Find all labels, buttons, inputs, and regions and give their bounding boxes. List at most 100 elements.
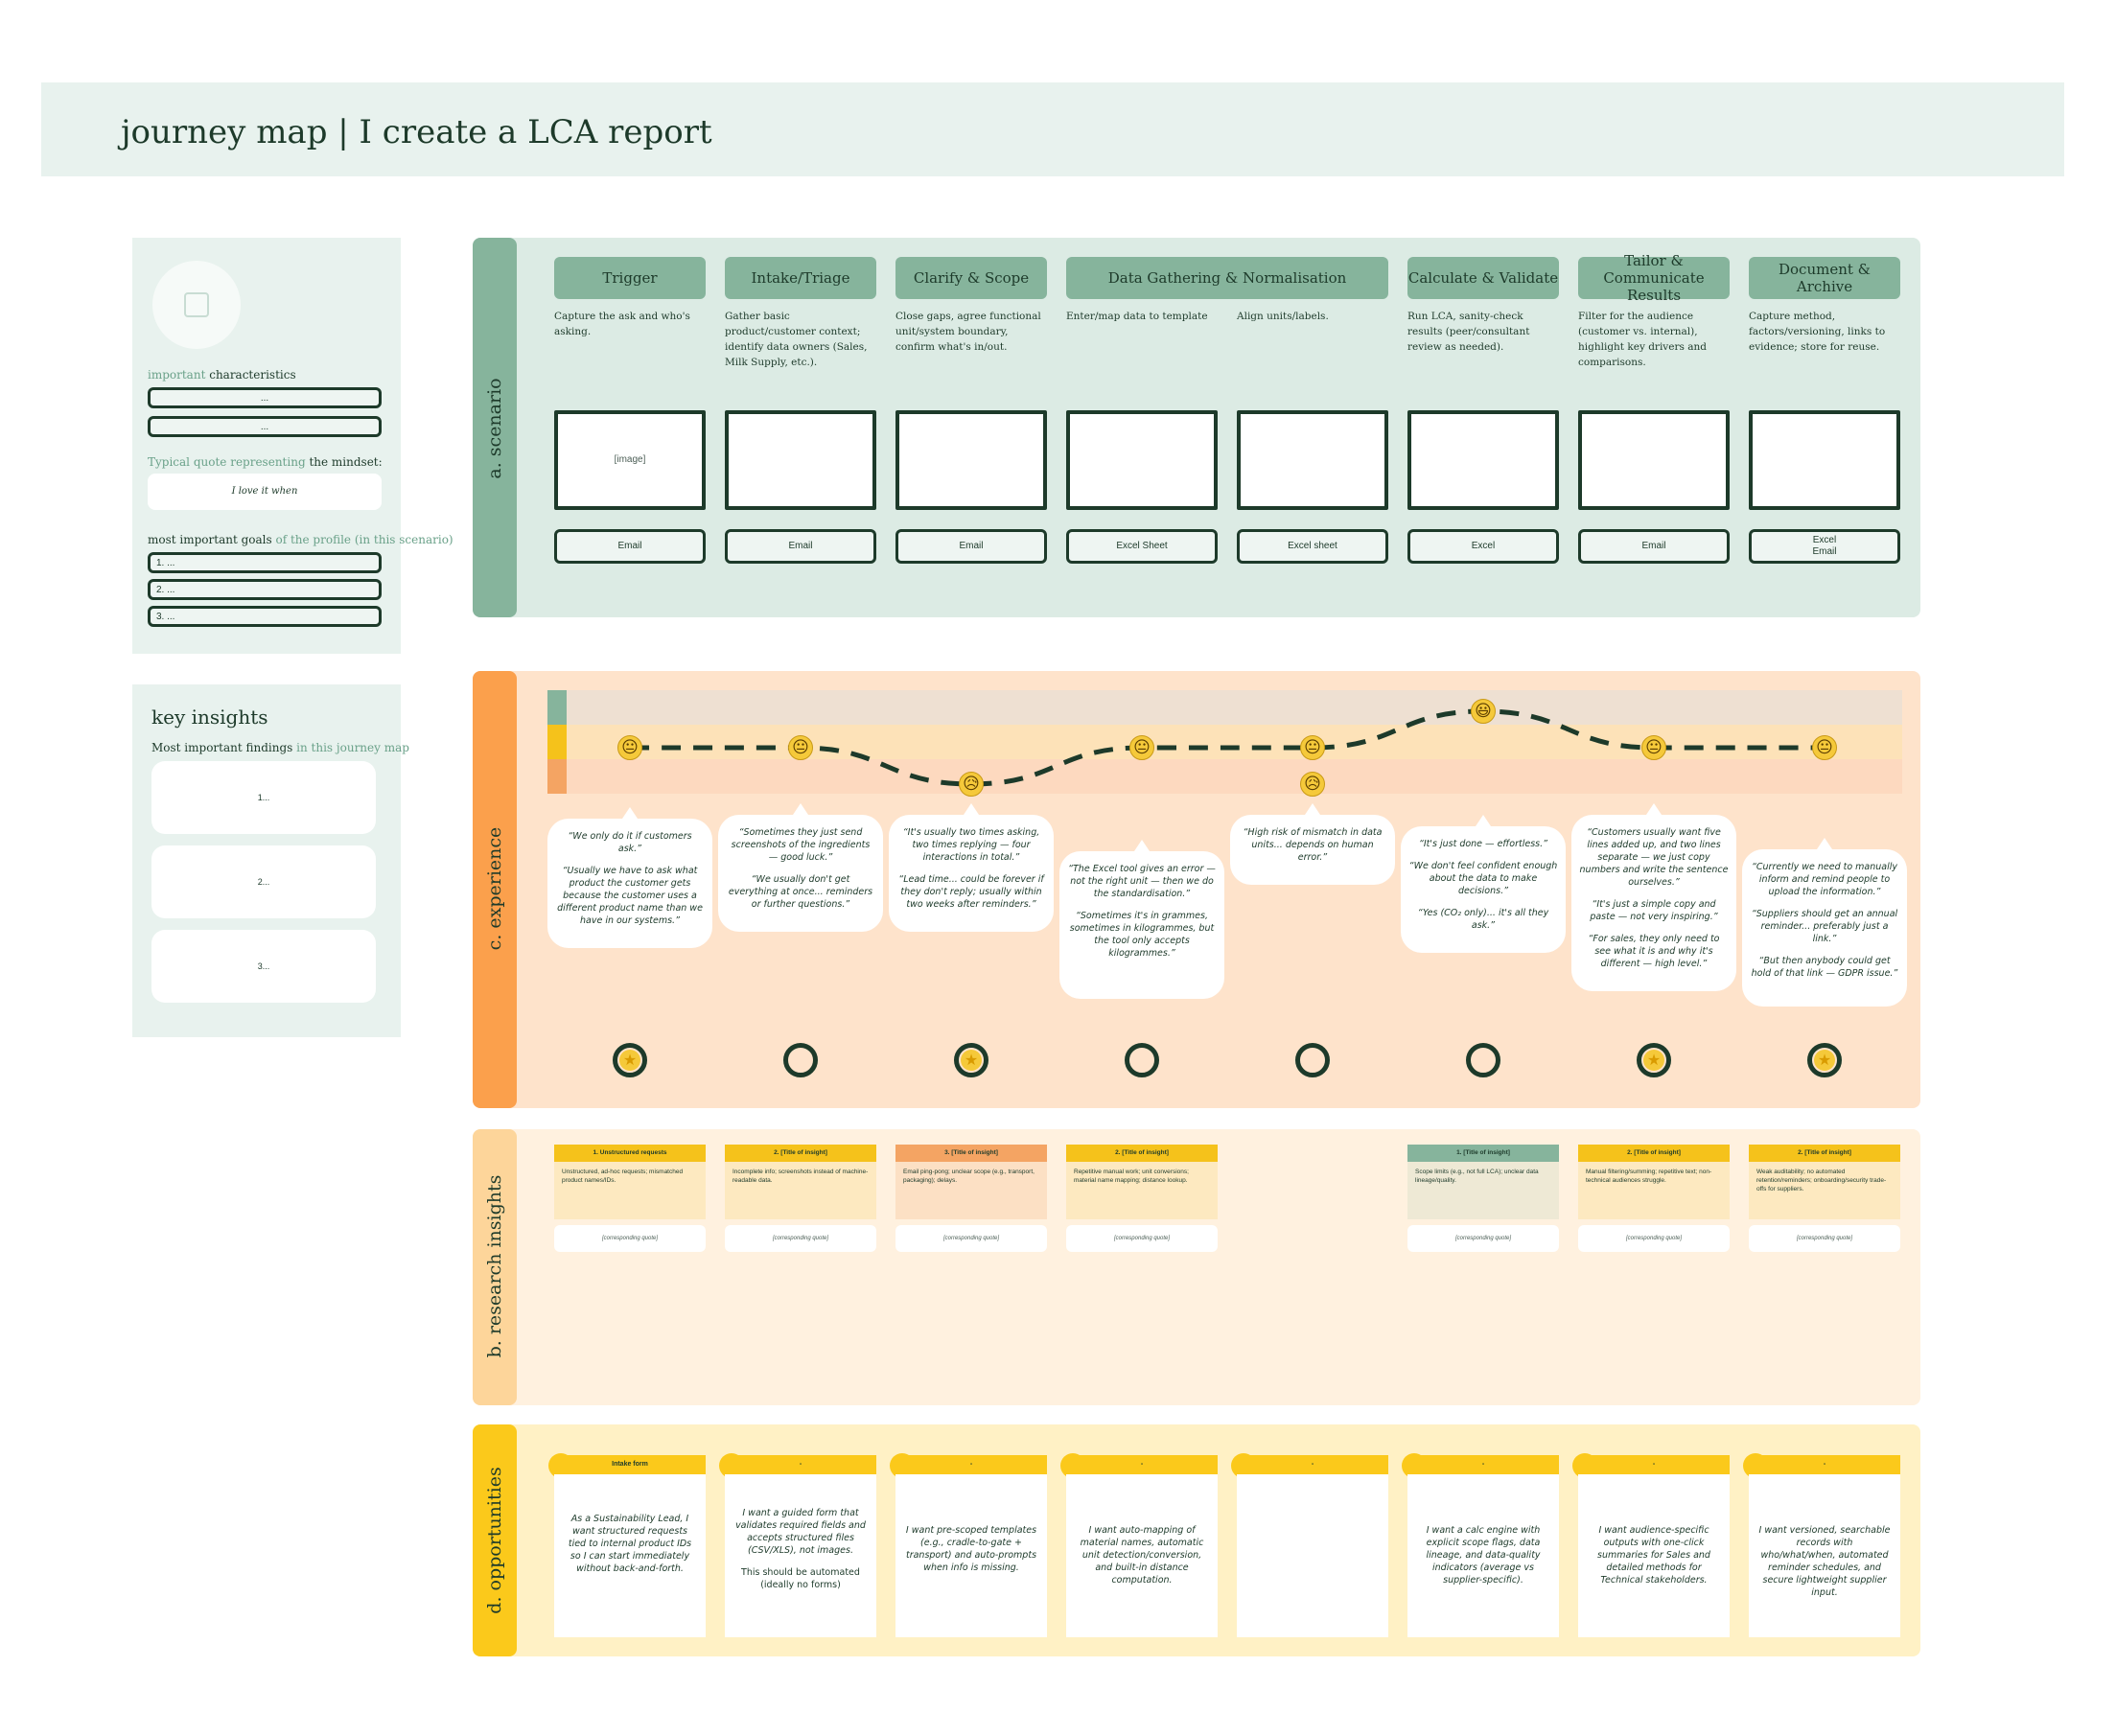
research-insight-title: 2. [Title of insight] bbox=[725, 1145, 876, 1162]
step-image-frame[interactable] bbox=[1237, 410, 1388, 510]
opportunity-text: I want versioned, searchable records wit… bbox=[1758, 1525, 1891, 1598]
experience-quote-bubble[interactable]: “It's usually two times asking, two time… bbox=[889, 815, 1054, 932]
experience-quote-bubble[interactable]: “It's just done — effortless.”“We don't … bbox=[1401, 826, 1566, 953]
rating-ring-starred[interactable]: ★ bbox=[954, 1043, 988, 1077]
step-tool-tag[interactable]: Excel Sheet bbox=[1066, 529, 1218, 564]
opportunity-card[interactable]: - bbox=[1237, 1455, 1388, 1637]
stage-header-tailor[interactable]: Tailor & Communicate Results bbox=[1578, 252, 1730, 304]
step-tool-tag[interactable]: Email bbox=[1578, 529, 1730, 564]
key-insights-subtitle-muted: in this journey map bbox=[296, 741, 409, 754]
rating-ring[interactable] bbox=[783, 1043, 818, 1077]
experience-quote-bubble[interactable]: “Sometimes they just send screenshots of… bbox=[718, 815, 883, 932]
experience-quote-bubble[interactable]: “Customers usually want five lines added… bbox=[1571, 815, 1736, 991]
opportunity-card[interactable]: -I want versioned, searchable records wi… bbox=[1749, 1455, 1900, 1637]
research-insight-card[interactable]: 2. [Title of insight]Repetitive manual w… bbox=[1066, 1145, 1218, 1252]
emotion-band-neutral bbox=[547, 725, 1902, 759]
step-tool-tag[interactable]: Excel sheet bbox=[1237, 529, 1388, 564]
goal-field[interactable]: 2. ... bbox=[148, 579, 382, 600]
step-tool-tag[interactable]: Email bbox=[895, 529, 1047, 564]
stage-header-calculate[interactable]: Calculate & Validate bbox=[1407, 257, 1559, 299]
experience-tab bbox=[473, 671, 517, 1108]
step-tool-tag[interactable]: Excel bbox=[1407, 529, 1559, 564]
emotion-face-neutral: 😐 bbox=[1812, 735, 1837, 760]
avatar[interactable] bbox=[152, 261, 241, 349]
experience-quote-bubble[interactable]: “High risk of mismatch in data units... … bbox=[1230, 815, 1395, 885]
characteristic-field[interactable]: ... bbox=[148, 416, 382, 437]
stage-header-intake[interactable]: Intake/Triage bbox=[725, 257, 876, 299]
quote-label: Typical quote representing the mindset: bbox=[148, 455, 383, 469]
step-image-frame[interactable] bbox=[895, 410, 1047, 510]
opportunity-card[interactable]: -I want pre-scoped templates (e.g., crad… bbox=[895, 1455, 1047, 1637]
quote-bubble-tip bbox=[1134, 840, 1150, 851]
experience-quote: “We don't feel confident enough about th… bbox=[1408, 861, 1558, 896]
opportunity-title: Intake form bbox=[554, 1455, 706, 1474]
step-description: Close gaps, agree functional unit/system… bbox=[895, 311, 1041, 353]
step-image-frame[interactable] bbox=[1749, 410, 1900, 510]
step-tool-tag[interactable]: Excel Email bbox=[1749, 529, 1900, 564]
step-image-frame[interactable] bbox=[1578, 410, 1730, 510]
emotion-face-happy: 😃 bbox=[1471, 699, 1496, 724]
characteristic-field[interactable]: ... bbox=[148, 387, 382, 408]
rating-ring[interactable] bbox=[1295, 1043, 1330, 1077]
opportunity-card[interactable]: -I want a guided form that validates req… bbox=[725, 1455, 876, 1637]
step-image-frame[interactable] bbox=[725, 410, 876, 510]
step-image-frame[interactable]: [image] bbox=[554, 410, 706, 510]
step-description: Filter for the audience (customer vs. in… bbox=[1578, 311, 1707, 368]
quote-bubble-tip bbox=[964, 803, 979, 815]
star-icon: ★ bbox=[619, 1050, 640, 1071]
insight-card[interactable]: 3... bbox=[151, 930, 376, 1003]
step-tool-tag[interactable]: Email bbox=[554, 529, 706, 564]
opportunity-note: This should be automated (ideally no for… bbox=[741, 1567, 860, 1590]
research-insight-body: Incomplete info; screenshots instead of … bbox=[725, 1162, 876, 1219]
research-insight-title: 1. [Title of insight] bbox=[1407, 1145, 1559, 1162]
stage-header-clarify[interactable]: Clarify & Scope bbox=[895, 257, 1047, 299]
research-insight-card[interactable]: 2. [Title of insight]Incomplete info; sc… bbox=[725, 1145, 876, 1252]
research-insight-title: 2. [Title of insight] bbox=[1749, 1145, 1900, 1162]
key-insights-title: key insights bbox=[151, 706, 268, 729]
rating-ring-starred[interactable]: ★ bbox=[1807, 1043, 1842, 1077]
rating-ring-starred[interactable]: ★ bbox=[613, 1043, 647, 1077]
goal-field[interactable]: 1. ... bbox=[148, 552, 382, 573]
rating-ring[interactable] bbox=[1466, 1043, 1500, 1077]
goals-label: most important goals of the profile (in … bbox=[148, 533, 453, 546]
opportunity-text: I want a guided form that validates requ… bbox=[735, 1508, 866, 1556]
insight-card[interactable]: 1... bbox=[151, 761, 376, 834]
insight-card[interactable]: 2... bbox=[151, 845, 376, 918]
research-insight-title: 2. [Title of insight] bbox=[1578, 1145, 1730, 1162]
experience-quote-bubble[interactable]: “The Excel tool gives an error — not the… bbox=[1059, 851, 1224, 999]
stage-header-data-gathering[interactable]: Data Gathering & Normalisation bbox=[1066, 257, 1388, 299]
goal-field[interactable]: 3. ... bbox=[148, 606, 382, 627]
experience-quote: “Usually we have to ask what product the… bbox=[557, 866, 703, 926]
research-insight-card[interactable]: 2. [Title of insight]Weak auditability; … bbox=[1749, 1145, 1900, 1252]
experience-quote: “Yes (CO₂ only)... it's all they ask.” bbox=[1417, 908, 1549, 931]
persona-quote[interactable]: I love it when bbox=[148, 474, 382, 510]
experience-quote-bubble[interactable]: “Currently we need to manually inform an… bbox=[1742, 849, 1907, 1007]
key-insights-subtitle: Most important findings in this journey … bbox=[151, 741, 409, 754]
step-image-frame[interactable] bbox=[1407, 410, 1559, 510]
opportunity-card[interactable]: -I want a calc engine with explicit scop… bbox=[1407, 1455, 1559, 1637]
step-tool-tag[interactable]: Email bbox=[725, 529, 876, 564]
characteristics-label-text: characteristics bbox=[209, 368, 296, 382]
research-insight-quote: [corresponding quote] bbox=[1066, 1225, 1218, 1252]
rating-ring[interactable] bbox=[1125, 1043, 1159, 1077]
research-insight-title: 2. [Title of insight] bbox=[1066, 1145, 1218, 1162]
research-insight-card[interactable]: 3. [Title of insight]Email ping-pong; un… bbox=[895, 1145, 1047, 1252]
research-insight-quote: [corresponding quote] bbox=[1407, 1225, 1559, 1252]
quote-bubble-tip bbox=[1646, 803, 1662, 815]
experience-quote-bubble[interactable]: “We only do it if customers ask.”“Usuall… bbox=[547, 819, 712, 948]
rating-ring-starred[interactable]: ★ bbox=[1637, 1043, 1671, 1077]
stage-header-document[interactable]: Document & Archive bbox=[1749, 257, 1900, 299]
research-insight-body: Email ping-pong; unclear scope (e.g., tr… bbox=[895, 1162, 1047, 1219]
stage-header-trigger[interactable]: Trigger bbox=[554, 257, 706, 299]
goals-label-muted: of the profile (in this scenario) bbox=[275, 533, 453, 546]
opportunity-card[interactable]: -I want auto-mapping of material names, … bbox=[1066, 1455, 1218, 1637]
research-insight-card[interactable]: 2. [Title of insight]Manual filtering/su… bbox=[1578, 1145, 1730, 1252]
opportunity-card[interactable]: -I want audience-specific outputs with o… bbox=[1578, 1455, 1730, 1637]
research-insight-card[interactable]: 1. [Title of insight]Scope limits (e.g.,… bbox=[1407, 1145, 1559, 1252]
step-image-frame[interactable] bbox=[1066, 410, 1218, 510]
opportunity-title: - bbox=[1578, 1455, 1730, 1474]
emotion-face-neutral: 😐 bbox=[1300, 735, 1325, 760]
